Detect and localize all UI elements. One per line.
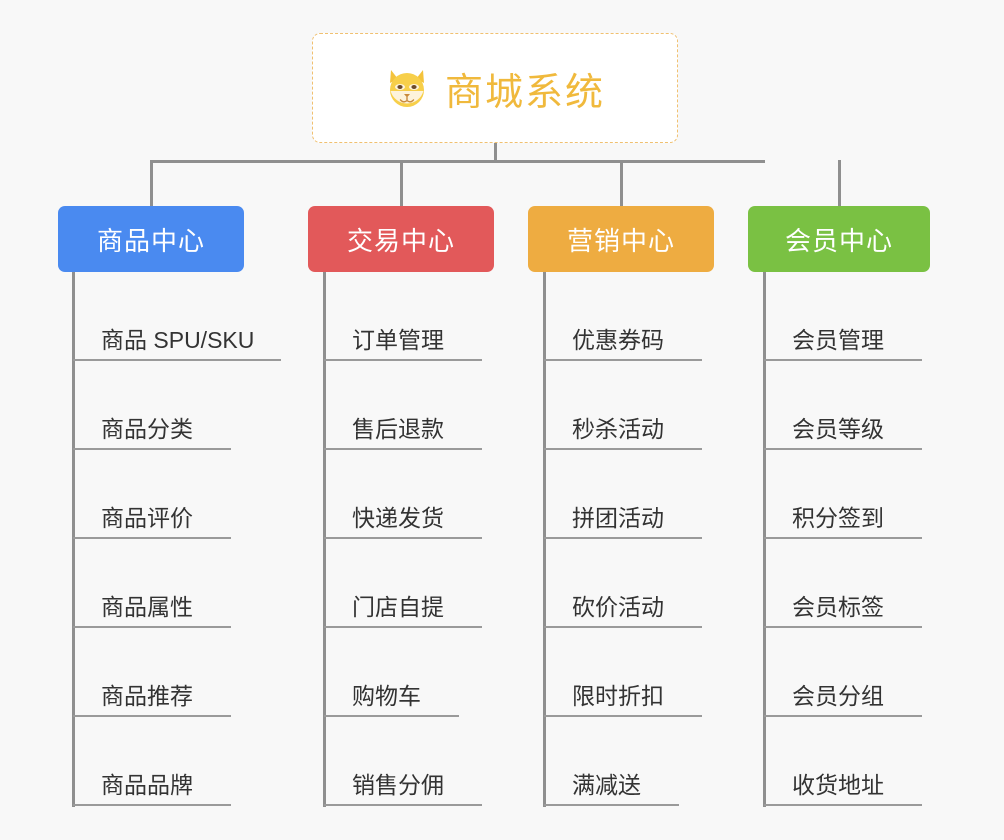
root-node-shop-system[interactable]: 商城系统 (312, 33, 678, 143)
leaf-item[interactable]: 会员分组 (764, 628, 922, 717)
connector-drop-2 (400, 160, 403, 206)
category-title: 会员中心 (784, 225, 893, 256)
leaf-item[interactable]: 会员标签 (764, 539, 922, 628)
leaf-item-label: 门店自提 (352, 593, 444, 620)
column-stem (323, 272, 326, 807)
leaf-item-label: 商品 SPU/SKU (101, 326, 255, 353)
leaf-item-label: 会员等级 (792, 415, 884, 442)
connector-drop-1 (150, 160, 153, 206)
leaf-item[interactable]: 收货地址 (764, 717, 922, 806)
leaf-item[interactable]: 售后退款 (324, 361, 482, 450)
connector-bus-bar (150, 160, 765, 163)
leaf-item[interactable]: 销售分佣 (324, 717, 482, 806)
leaf-item-label: 快递发货 (352, 504, 444, 531)
leaf-item[interactable]: 快递发货 (324, 450, 482, 539)
leaf-item[interactable]: 砍价活动 (544, 539, 702, 628)
leaf-item-label: 商品属性 (101, 593, 193, 620)
category-title: 商品中心 (96, 225, 205, 256)
leaf-item-label: 商品分类 (101, 415, 193, 442)
leaf-item-label: 会员标签 (792, 593, 884, 620)
leaf-item[interactable]: 会员管理 (764, 272, 922, 361)
leaf-item-label: 会员管理 (792, 326, 884, 353)
leaf-item-label: 满减送 (572, 771, 641, 798)
leaf-item[interactable]: 积分签到 (764, 450, 922, 539)
leaf-item-label: 收货地址 (792, 771, 884, 798)
leaf-item[interactable]: 商品分类 (73, 361, 231, 450)
column-stem (763, 272, 766, 807)
leaf-item-label: 会员分组 (792, 682, 884, 709)
column-stem (543, 272, 546, 807)
leaf-item-label: 商品评价 (101, 504, 193, 531)
category-box-3[interactable]: 营销中心 (528, 206, 714, 272)
leaf-item-label: 优惠券码 (572, 326, 664, 353)
leaf-item[interactable]: 门店自提 (324, 539, 482, 628)
leaf-item-label: 限时折扣 (572, 682, 664, 709)
shiba-dog-face-icon (385, 65, 431, 111)
leaf-item-label: 砍价活动 (572, 593, 664, 620)
root-title: 商城系统 (444, 71, 605, 114)
connector-root-stem (494, 143, 497, 163)
leaf-item-label: 订单管理 (352, 326, 444, 353)
leaf-item[interactable]: 购物车 (324, 628, 459, 717)
leaf-item[interactable]: 秒杀活动 (544, 361, 702, 450)
leaf-item[interactable]: 会员等级 (764, 361, 922, 450)
leaf-item[interactable]: 订单管理 (324, 272, 482, 361)
leaf-item[interactable]: 商品推荐 (73, 628, 231, 717)
leaf-item-label: 售后退款 (352, 415, 444, 442)
connector-drop-4 (838, 160, 841, 206)
leaf-item-label: 商品推荐 (101, 682, 193, 709)
leaf-item[interactable]: 满减送 (544, 717, 679, 806)
category-box-4[interactable]: 会员中心 (748, 206, 930, 272)
leaf-item[interactable]: 商品 SPU/SKU (73, 272, 281, 361)
category-box-1[interactable]: 商品中心 (58, 206, 244, 272)
leaf-item[interactable]: 商品评价 (73, 450, 231, 539)
leaf-item-label: 商品品牌 (101, 771, 193, 798)
leaf-item[interactable]: 商品品牌 (73, 717, 231, 806)
category-box-2[interactable]: 交易中心 (308, 206, 494, 272)
leaf-item-label: 秒杀活动 (572, 415, 664, 442)
leaf-item[interactable]: 限时折扣 (544, 628, 702, 717)
category-title: 营销中心 (566, 225, 675, 256)
leaf-item-label: 购物车 (352, 682, 421, 709)
category-title: 交易中心 (346, 225, 455, 256)
leaf-item[interactable]: 优惠券码 (544, 272, 702, 361)
leaf-item-label: 积分签到 (792, 504, 884, 531)
leaf-item-label: 销售分佣 (352, 771, 444, 798)
connector-drop-3 (620, 160, 623, 206)
leaf-item-label: 拼团活动 (572, 504, 664, 531)
leaf-item[interactable]: 商品属性 (73, 539, 231, 628)
leaf-item[interactable]: 拼团活动 (544, 450, 702, 539)
column-stem (72, 272, 75, 807)
